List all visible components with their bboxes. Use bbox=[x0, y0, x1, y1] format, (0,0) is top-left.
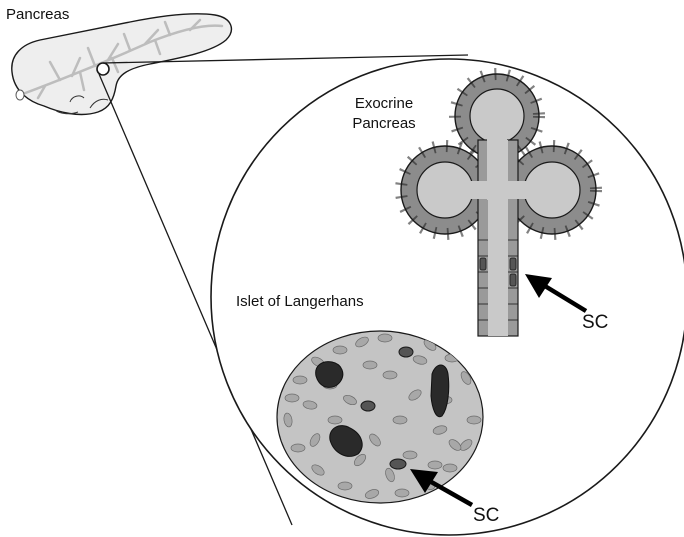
magnified-region-marker bbox=[97, 63, 109, 75]
pancreas-label: Pancreas bbox=[6, 6, 69, 23]
islet-label: Islet of Langerhans bbox=[236, 293, 364, 310]
duct-stem-cell-label: SC bbox=[582, 312, 608, 334]
exocrine-label-line2: Pancreas bbox=[344, 114, 424, 134]
islet-of-langerhans bbox=[277, 331, 483, 503]
islet-stem-cell-label: SC bbox=[473, 505, 499, 527]
pancreas-organ bbox=[12, 14, 232, 115]
exocrine-pancreas-label: Exocrine Pancreas bbox=[344, 94, 424, 134]
exocrine-label-line1: Exocrine bbox=[344, 94, 424, 114]
